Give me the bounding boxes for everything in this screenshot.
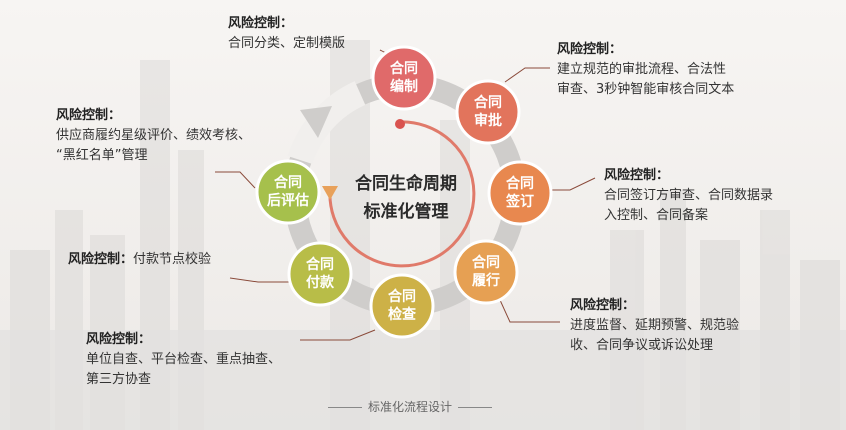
risk-bianzhi-line1: 合同分类、定制模版 <box>228 36 346 51</box>
footer-rule-right <box>458 407 492 408</box>
stage-circle-jiancha <box>369 273 435 339</box>
inner-arrow-head <box>322 186 338 200</box>
stage-lvxing-line1: 合同 <box>472 255 500 271</box>
stage-jiancha-line2: 检查 <box>388 307 416 323</box>
center-title: 合同生命周期 标准化管理 <box>336 170 476 226</box>
connector-lvxing <box>499 299 560 323</box>
risk-lvxing-line2: 收、合同争议或诉讼处理 <box>570 338 714 353</box>
risk-lvxing-line1: 进度监督、延期预警、规范验 <box>570 318 740 333</box>
connector-qianding <box>548 177 596 191</box>
risk-bianzhi: 风险控制： 合同分类、定制模版 <box>228 14 345 54</box>
risk-fukuan: 风险控制：付款节点校验 <box>68 250 211 270</box>
stage-fukuan: 合同 付款 <box>285 254 355 294</box>
risk-lvxing-title: 风险控制： <box>570 298 636 313</box>
risk-shenpi: 风险控制： 建立规范的审批流程、合法性 审查、3秒钟智能审核合同文本 <box>557 40 734 100</box>
risk-bianzhi-title: 风险控制： <box>228 16 294 31</box>
risk-shenpi-title: 风险控制： <box>557 42 623 57</box>
risk-shenpi-line2: 审查、3秒钟智能审核合同文本 <box>557 82 735 97</box>
center-title-line2: 标准化管理 <box>363 202 449 222</box>
connector-fukuan <box>229 277 300 283</box>
stage-circle-bianzhi <box>371 45 437 111</box>
risk-houpinggu-line1: 供应商履约星级评价、绩效考核、 <box>56 128 252 143</box>
risk-lvxing: 风险控制： 进度监督、延期预警、规范验 收、合同争议或诉讼处理 <box>570 296 739 356</box>
stage-fukuan-line1: 合同 <box>306 257 334 273</box>
stage-qianding: 合同 签订 <box>485 173 555 213</box>
connector-jiancha <box>300 329 376 341</box>
stage-houpinggu-line2: 后评估 <box>267 193 309 209</box>
stage-bianzhi-line1: 合同 <box>390 61 418 77</box>
stage-lvxing-line2: 履行 <box>472 273 500 289</box>
risk-jiancha-line1: 单位自查、平台检查、重点抽查、 <box>86 352 282 367</box>
stage-houpinggu-line1: 合同 <box>274 175 302 191</box>
risk-qianding-line1: 合同签订方审查、合同数据录 <box>604 188 774 203</box>
risk-jiancha: 风险控制： 单位自查、平台检查、重点抽查、 第三方协查 <box>86 330 281 390</box>
footer-rule-left <box>327 407 362 408</box>
stage-circle-qianding <box>487 160 553 226</box>
stage-circle-fukuan <box>287 241 353 307</box>
ring-arrow-gap <box>287 81 366 165</box>
risk-houpinggu-line2: “黑红名单”管理 <box>56 148 148 163</box>
stage-shenpi-line1: 合同 <box>474 95 502 111</box>
stage-circle-houpinggu <box>255 159 321 225</box>
footer-text: 标准化流程设计 <box>367 400 452 414</box>
stage-circle-lvxing <box>453 239 519 305</box>
risk-shenpi-line1: 建立规范的审批流程、合法性 <box>557 62 727 77</box>
stage-bianzhi: 合同 编制 <box>369 58 439 98</box>
inner-arrow-start-dot <box>395 119 405 129</box>
stage-jiancha: 合同 检查 <box>367 286 437 326</box>
stage-qianding-line2: 签订 <box>506 194 534 210</box>
footer-caption: 标准化流程设计 <box>300 398 520 415</box>
risk-qianding: 风险控制： 合同签订方审查、合同数据录 入控制、合同备案 <box>604 166 773 226</box>
ring-arrow-head <box>300 106 332 138</box>
stage-lvxing: 合同 履行 <box>451 252 521 292</box>
risk-houpinggu: 风险控制： 供应商履约星级评价、绩效考核、 “黑红名单”管理 <box>56 106 251 166</box>
stage-jiancha-line1: 合同 <box>388 289 416 305</box>
stage-circle-shenpi <box>455 79 521 145</box>
risk-fukuan-text: 付款节点校验 <box>133 252 212 267</box>
connector-houpinggu <box>215 171 256 189</box>
risk-qianding-line2: 入控制、合同备案 <box>604 208 709 223</box>
stage-fukuan-line2: 付款 <box>306 275 334 291</box>
stage-houpinggu: 合同 后评估 <box>253 172 323 212</box>
risk-fukuan-title: 风险控制： <box>68 252 134 267</box>
center-title-line1: 合同生命周期 <box>355 174 457 194</box>
risk-jiancha-line2: 第三方协查 <box>86 372 152 387</box>
risk-jiancha-title: 风险控制： <box>86 332 152 347</box>
risk-houpinggu-title: 风险控制： <box>56 108 122 123</box>
stage-shenpi: 合同 审批 <box>453 92 523 132</box>
risk-qianding-title: 风险控制： <box>604 168 670 183</box>
stage-bianzhi-line2: 编制 <box>390 79 418 95</box>
inner-cycle-arrow <box>328 120 476 268</box>
stage-shenpi-line2: 审批 <box>474 113 502 129</box>
stage-qianding-line1: 合同 <box>506 176 534 192</box>
connector-shenpi <box>504 67 550 83</box>
